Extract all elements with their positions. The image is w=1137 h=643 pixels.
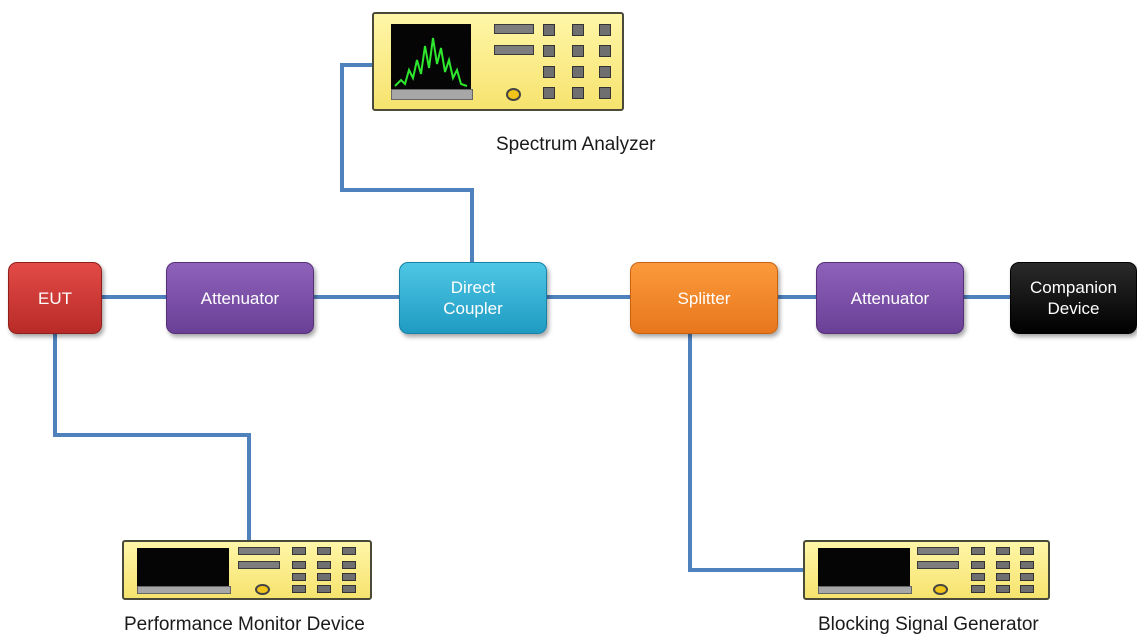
spectrum-screen-bar: [391, 89, 473, 100]
spectrum-screen: [391, 24, 471, 89]
button-icon: [292, 585, 306, 593]
button-icon: [971, 561, 985, 569]
generator-screen-bar: [818, 586, 912, 594]
button-icon: [1020, 561, 1034, 569]
button-icon: [599, 24, 611, 36]
button-icon: [317, 547, 331, 555]
spectrum-analyzer-caption: Spectrum Analyzer: [496, 134, 656, 155]
direct-coupler-block[interactable]: Direct Coupler: [399, 262, 547, 334]
button-icon: [572, 66, 584, 78]
button-icon: [1020, 585, 1034, 593]
button-icon: [971, 573, 985, 581]
button-icon: [292, 547, 306, 555]
knob-icon: [255, 584, 270, 595]
button-icon: [543, 87, 555, 99]
button-icon: [342, 561, 356, 569]
attenuator-left-label: Attenuator: [200, 288, 280, 308]
button-icon: [971, 547, 985, 555]
button-icon: [996, 573, 1010, 581]
eut-label: EUT: [38, 288, 72, 308]
performance-monitor-caption: Performance Monitor Device: [124, 614, 365, 635]
button-icon: [317, 561, 331, 569]
button-icon: [599, 45, 611, 57]
button-icon: [1020, 547, 1034, 555]
button-icon: [292, 573, 306, 581]
companion-device-label: Companion Device: [1030, 278, 1117, 318]
companion-device-block[interactable]: Companion Device: [1010, 262, 1137, 334]
splitter-block[interactable]: Splitter: [630, 262, 778, 334]
button-icon: [342, 573, 356, 581]
button-icon: [543, 45, 555, 57]
button-icon: [599, 66, 611, 78]
attenuator-right-block[interactable]: Attenuator: [816, 262, 964, 334]
spectrum-analyzer-icon[interactable]: [372, 12, 624, 111]
button-icon: [317, 573, 331, 581]
button-icon: [996, 585, 1010, 593]
button-icon: [292, 561, 306, 569]
wire-eut-performance-monitor: [53, 334, 251, 540]
button-icon: [342, 547, 356, 555]
spectrum-trace-icon: [394, 37, 468, 87]
button-icon: [572, 24, 584, 36]
blocking-signal-generator-icon[interactable]: [803, 540, 1050, 600]
display-slot: [494, 45, 534, 55]
button-icon: [1020, 573, 1034, 581]
monitor-screen-bar: [137, 586, 231, 594]
knob-icon: [933, 584, 948, 595]
button-icon: [971, 585, 985, 593]
performance-monitor-icon[interactable]: [122, 540, 372, 600]
button-icon: [342, 585, 356, 593]
attenuator-right-label: Attenuator: [850, 288, 930, 308]
display-slot: [238, 547, 280, 555]
display-slot: [238, 561, 280, 569]
button-icon: [599, 87, 611, 99]
display-slot: [917, 561, 959, 569]
blocking-signal-generator-caption: Blocking Signal Generator: [818, 614, 1039, 635]
wire-coupler-spectrum-analyzer: [340, 63, 474, 262]
display-slot: [917, 547, 959, 555]
button-icon: [572, 87, 584, 99]
button-icon: [543, 66, 555, 78]
display-slot: [494, 24, 534, 34]
monitor-screen: [137, 548, 229, 586]
button-icon: [317, 585, 331, 593]
direct-coupler-label: Direct Coupler: [443, 278, 503, 318]
attenuator-left-block[interactable]: Attenuator: [166, 262, 314, 334]
eut-block[interactable]: EUT: [8, 262, 102, 334]
button-icon: [543, 24, 555, 36]
wire-splitter-signal-generator: [688, 334, 803, 572]
button-icon: [572, 45, 584, 57]
button-icon: [996, 561, 1010, 569]
splitter-label: Splitter: [677, 288, 731, 308]
button-icon: [996, 547, 1010, 555]
knob-icon: [506, 88, 521, 101]
generator-screen: [818, 548, 910, 586]
